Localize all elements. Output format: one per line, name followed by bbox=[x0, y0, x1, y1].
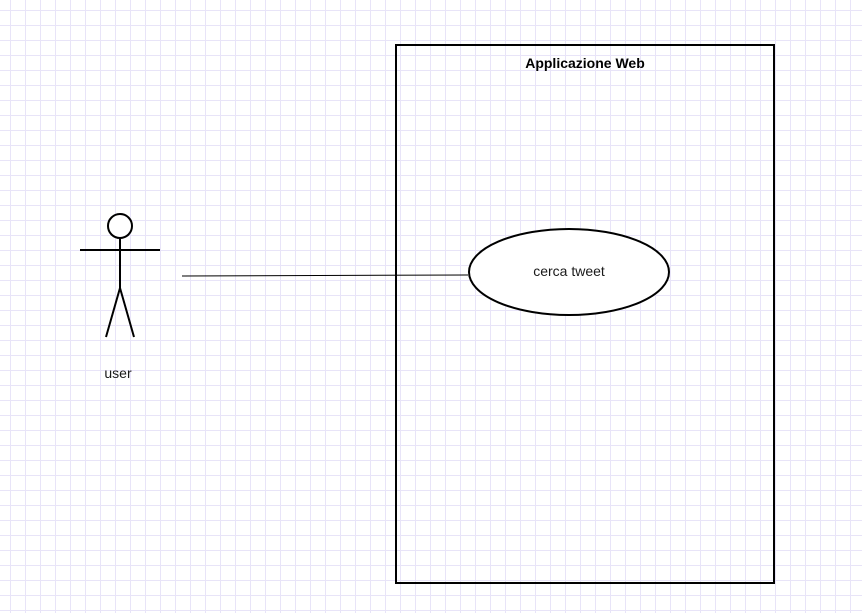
actor-label: user bbox=[104, 365, 132, 381]
use-case-ellipse[interactable] bbox=[468, 228, 670, 316]
actor-left-leg bbox=[105, 287, 121, 338]
system-boundary[interactable] bbox=[395, 44, 775, 584]
actor-head bbox=[107, 213, 133, 239]
system-boundary-title: Applicazione Web bbox=[525, 55, 645, 71]
association-line[interactable] bbox=[181, 274, 469, 277]
stick-figure-icon[interactable] bbox=[80, 213, 160, 338]
use-case-label: cerca tweet bbox=[533, 263, 605, 279]
actor-right-leg bbox=[119, 287, 135, 338]
